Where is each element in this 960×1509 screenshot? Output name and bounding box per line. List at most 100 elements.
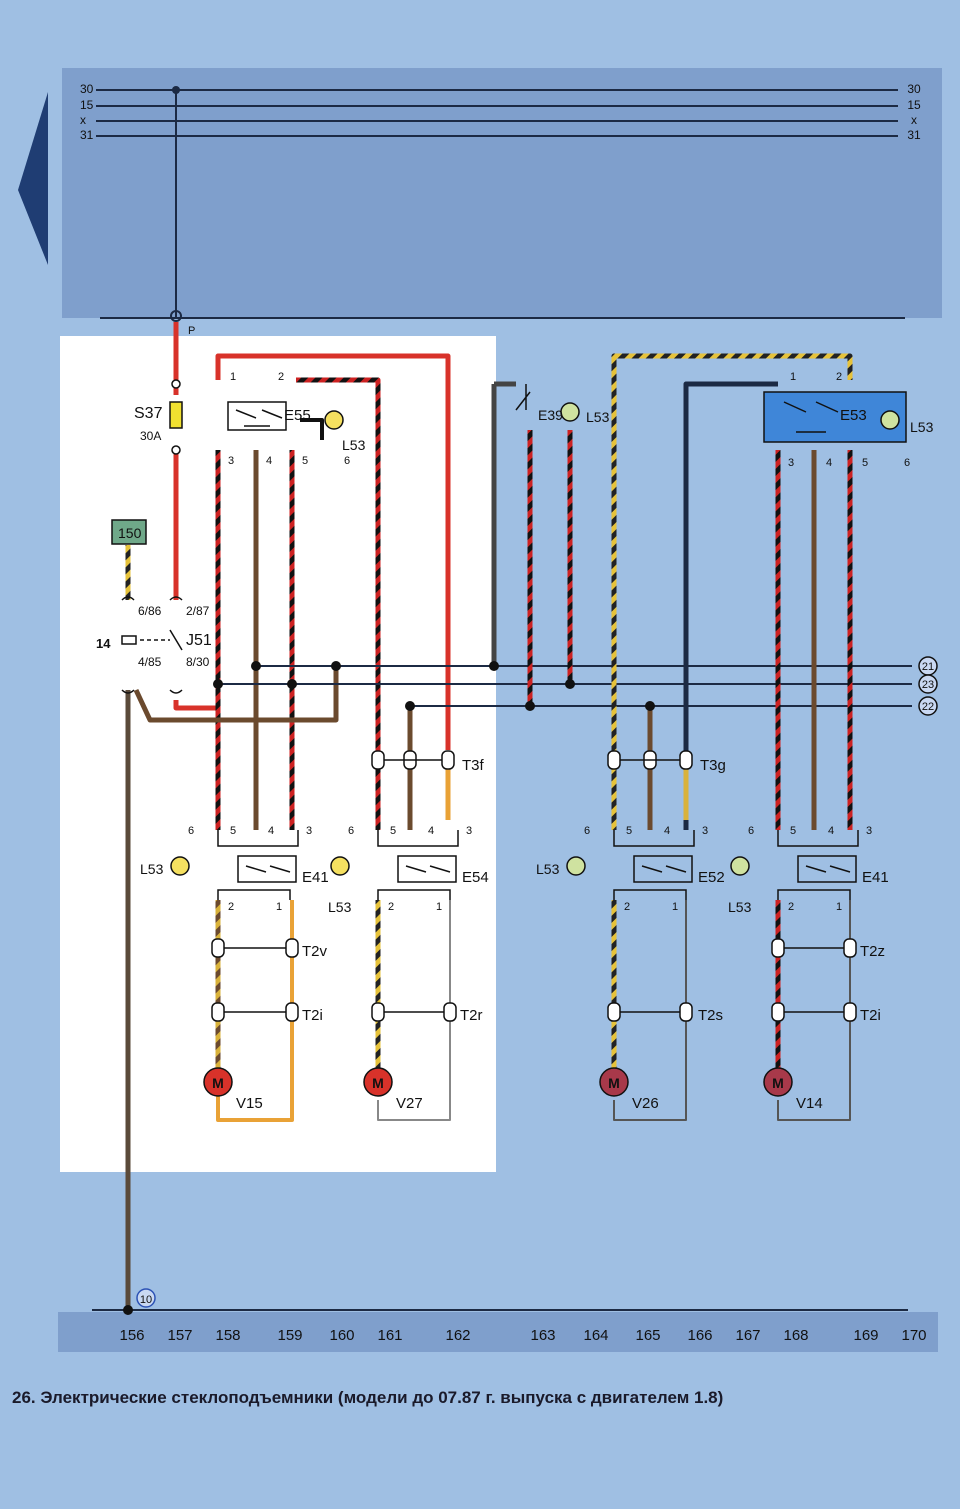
motor-icon: [763, 1067, 793, 1097]
switch-pin-number: 3: [702, 825, 708, 837]
e55-pin-numbers: 1 2 3 4 5 6: [228, 371, 350, 467]
wire-ref-label: 21: [922, 661, 934, 673]
svg-text:4: 4: [826, 457, 832, 469]
connector-blocks: [211, 750, 857, 1022]
relay-pin-3: 4/85: [138, 655, 162, 669]
switch-pin-number: 2: [388, 901, 394, 913]
rail-junction: [172, 86, 180, 94]
page-back-arrow[interactable]: [18, 92, 48, 265]
switch-e53-contacts: [783, 401, 839, 433]
coordinate-number: 157: [167, 1327, 192, 1344]
connector-pin: [771, 1002, 785, 1022]
connector-t2i-right: T2i: [860, 1007, 881, 1024]
switch-e55-lamp: L53: [342, 437, 366, 453]
connector-pin: [371, 1002, 385, 1022]
relay-pin-4: 8/30: [186, 655, 210, 669]
switch-e53-name: E53: [840, 407, 867, 424]
coordinate-number: 166: [687, 1327, 712, 1344]
motor-name: V26: [632, 1095, 659, 1112]
switch-pin-number: 5: [230, 825, 236, 837]
relay-pin-label: 14: [96, 636, 111, 651]
connector-pin: [371, 750, 385, 770]
switch-pin-number: 1: [672, 901, 678, 913]
switch-pin-number: 4: [664, 825, 670, 837]
wire-ref-label: 23: [922, 679, 934, 691]
connector-pin: [843, 1002, 857, 1022]
svg-text:5: 5: [862, 457, 868, 469]
rail-label-right: 30: [907, 82, 921, 96]
point-p-label: P: [188, 325, 195, 337]
svg-text:1: 1: [790, 371, 796, 383]
rail-label-left: 15: [80, 98, 94, 112]
highlight-area: [60, 336, 496, 1172]
coordinate-number: 161: [377, 1327, 402, 1344]
switch-pin-number: 1: [436, 901, 442, 913]
power-rails: [96, 89, 905, 319]
switch-pin-number: 4: [268, 825, 274, 837]
connector-pin: [843, 938, 857, 958]
switch-pin-number: 3: [466, 825, 472, 837]
coordinate-number: 162: [445, 1327, 470, 1344]
connector-pin: [285, 1002, 299, 1022]
connector-t3g: T3g: [700, 757, 726, 774]
bottom-switch-lamp: L53: [140, 861, 164, 877]
e53-pin-numbers: 1 2 3 4 5 6: [788, 371, 910, 469]
bottom-switch-lamp: L53: [728, 899, 752, 915]
fuse-s37: [169, 379, 183, 455]
top-rail-panel: [62, 68, 942, 318]
connector-pin: [607, 750, 621, 770]
motor-symbol: M: [772, 1075, 784, 1091]
connector-t2s: T2s: [698, 1007, 723, 1024]
connector-pin: [679, 1002, 693, 1022]
motor-v27: M V27: [363, 1067, 423, 1112]
svg-text:3: 3: [788, 457, 794, 469]
lamp-icon: [880, 410, 900, 430]
lamp-icon: [324, 410, 344, 430]
switch-e39-contact: [515, 384, 531, 411]
motor-name: V27: [396, 1095, 423, 1112]
connector-pin: [607, 1002, 621, 1022]
switch-pin-number: 2: [788, 901, 794, 913]
switch-pin-number: 5: [390, 825, 396, 837]
coordinate-number: 168: [783, 1327, 808, 1344]
switch-pin-number: 2: [624, 901, 630, 913]
coordinate-number: 169: [853, 1327, 878, 1344]
coordinate-number: 164: [583, 1327, 608, 1344]
switch-pin-number: 4: [428, 825, 434, 837]
motor-symbol: M: [212, 1075, 224, 1091]
motor-icon: [599, 1067, 629, 1097]
figure-caption: 26. Электрические стеклоподъемники (моде…: [12, 1388, 724, 1407]
motor-v15: M V15: [203, 1067, 263, 1112]
coordinate-number: 159: [277, 1327, 302, 1344]
bottom-switch-name: E52: [698, 869, 725, 886]
fuse-rating: 30A: [140, 429, 161, 443]
relay-j51: [111, 519, 183, 694]
coordinate-number: 158: [215, 1327, 240, 1344]
svg-text:4: 4: [266, 455, 272, 467]
switch-pin-number: 5: [626, 825, 632, 837]
motor-name: V15: [236, 1095, 263, 1112]
lamp-icon: [730, 856, 750, 876]
rail-label-right: x: [911, 113, 917, 127]
bottom-switch-name: E54: [462, 869, 489, 886]
bottom-strip: [58, 1312, 938, 1352]
lamp-icon: [566, 856, 586, 876]
fuse-name: S37: [134, 405, 163, 422]
switch-e55-name: E55: [284, 407, 311, 424]
connector-t2v: T2v: [302, 943, 328, 960]
switch-pin-number: 2: [228, 901, 234, 913]
rail-label-right: 31: [907, 128, 921, 142]
switch-pin-number: 1: [276, 901, 282, 913]
relay-terminal-box: 150: [118, 525, 142, 541]
motor-symbol: M: [372, 1075, 384, 1091]
connector-pin: [679, 750, 693, 770]
